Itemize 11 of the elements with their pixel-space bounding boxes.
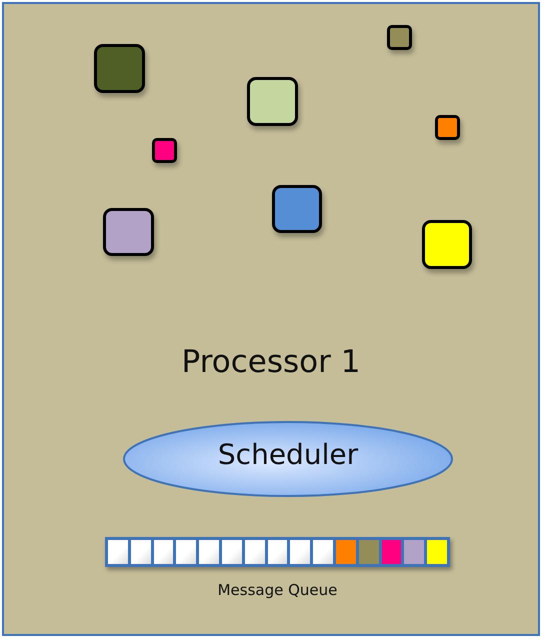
task-square (435, 115, 460, 140)
task-square (103, 208, 154, 256)
queue-label: Message Queue (216, 581, 338, 599)
processor-label: Processor 1 (180, 344, 362, 380)
task-square (422, 220, 472, 269)
task-square (387, 25, 412, 50)
task-square (272, 185, 322, 233)
task-square (94, 44, 145, 93)
task-square (152, 138, 177, 163)
task-square (247, 77, 298, 126)
scheduler-label: Scheduler (216, 438, 360, 471)
